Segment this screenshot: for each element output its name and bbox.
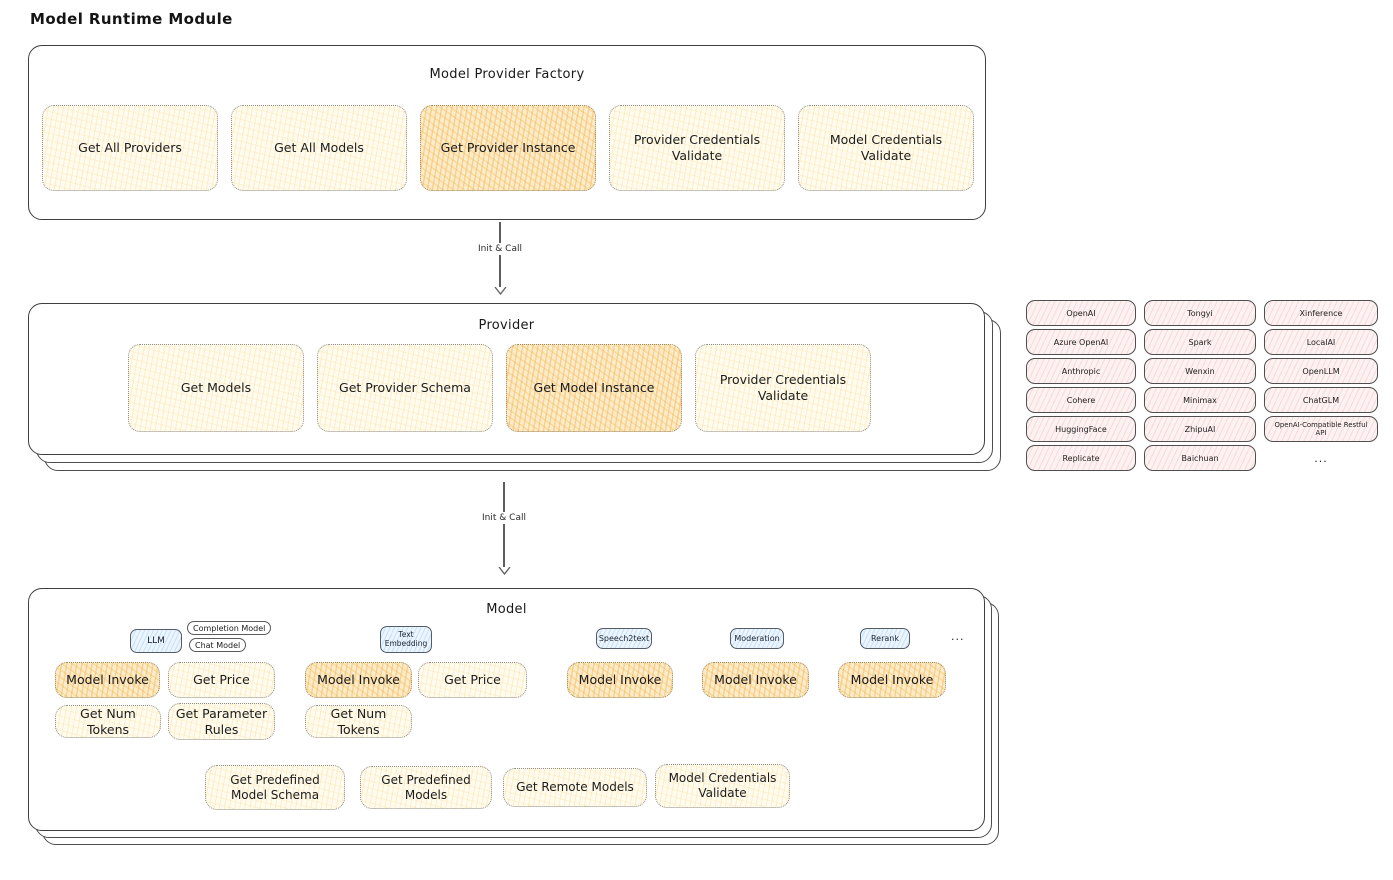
arrow-label: Init & Call <box>482 513 526 523</box>
model-op-moderation-model-invoke: Model Invoke <box>702 662 809 698</box>
arrow-line <box>499 255 501 287</box>
provider-chip-openllm: OpenLLM <box>1264 358 1378 384</box>
model-tag-speech2text: Speech2text <box>596 628 652 649</box>
arrow-provider-to-model: Init & Call <box>472 482 536 580</box>
provider-op-provider-credentials-validate: Provider Credentials Validate <box>695 344 871 432</box>
factory-op-get-provider-instance: Get Provider Instance <box>420 105 596 191</box>
model-op-model-credentials-validate: Model Credentials Validate <box>655 764 790 808</box>
arrow-line <box>503 524 505 567</box>
provider-op-get-model-instance: Get Model Instance <box>506 344 682 432</box>
factory-op-get-all-models: Get All Models <box>231 105 407 191</box>
provider-panel: Provider Get Models Get Provider Schema … <box>28 303 1001 471</box>
provider-op-get-models: Get Models <box>128 344 304 432</box>
provider-chip-wenxin: Wenxin <box>1144 358 1256 384</box>
provider-chip-replicate: Replicate <box>1026 445 1136 471</box>
arrow-head-icon <box>497 567 511 575</box>
model-op-embedding-model-invoke: Model Invoke <box>305 662 412 698</box>
model-tag-llm: LLM <box>130 629 182 653</box>
provider-chip-azure-openai: Azure OpenAI <box>1026 329 1136 355</box>
factory-op-provider-credentials-validate: Provider Credentials Validate <box>609 105 785 191</box>
model-op-get-remote-models: Get Remote Models <box>503 768 647 807</box>
model-op-embedding-get-price: Get Price <box>418 662 527 698</box>
provider-chip-chatglm: ChatGLM <box>1264 387 1378 413</box>
factory-op-get-all-providers: Get All Providers <box>42 105 218 191</box>
model-op-llm-get-parameter-rules: Get Parameter Rules <box>168 703 275 740</box>
provider-op-get-provider-schema: Get Provider Schema <box>317 344 493 432</box>
factory-panel-title: Model Provider Factory <box>429 67 585 82</box>
model-subtag-completion-model: Completion Model <box>187 621 272 635</box>
model-subtag-chat-model: Chat Model <box>189 638 247 652</box>
model-tag-rerank: Rerank <box>860 628 910 649</box>
arrow-label: Init & Call <box>478 244 522 254</box>
model-op-embedding-get-num-tokens: Get Num Tokens <box>305 705 412 738</box>
factory-op-model-credentials-validate: Model Credentials Validate <box>798 105 974 191</box>
provider-chip-openai: OpenAI <box>1026 300 1136 326</box>
provider-chip-zhipuai: ZhipuAI <box>1144 416 1256 442</box>
provider-chip-localai: LocalAI <box>1264 329 1378 355</box>
provider-list-ellipsis: ... <box>1314 451 1328 465</box>
provider-list-grid: OpenAI Tongyi Xinference Azure OpenAI Sp… <box>1026 300 1378 471</box>
arrow-line <box>503 482 505 512</box>
model-op-llm-model-invoke: Model Invoke <box>55 662 160 698</box>
model-op-get-predefined-model-schema: Get Predefined Model Schema <box>205 765 345 810</box>
model-op-speech2text-model-invoke: Model Invoke <box>567 662 673 698</box>
arrow-head-icon <box>493 287 507 295</box>
model-tag-text-embedding: Text Embedding <box>380 626 432 653</box>
provider-panel-title: Provider <box>478 318 535 333</box>
factory-panel: Model Provider Factory Get All Providers… <box>28 45 986 220</box>
provider-chip-openai-compatible-restful-api: OpenAI-Compatible Restful API <box>1264 416 1378 442</box>
provider-chip-baichuan: Baichuan <box>1144 445 1256 471</box>
provider-chip-spark: Spark <box>1144 329 1256 355</box>
arrow-factory-to-provider: Init & Call <box>468 222 532 298</box>
provider-chip-anthropic: Anthropic <box>1026 358 1136 384</box>
model-tags-ellipsis: ... <box>951 630 965 643</box>
model-panel-title: Model <box>486 602 527 617</box>
provider-chip-tongyi: Tongyi <box>1144 300 1256 326</box>
model-tag-moderation: Moderation <box>730 628 784 649</box>
model-op-llm-get-price: Get Price <box>168 662 275 698</box>
arrow-line <box>499 222 501 243</box>
provider-chip-xinference: Xinference <box>1264 300 1378 326</box>
model-op-llm-get-num-tokens: Get Num Tokens <box>55 705 161 738</box>
provider-chip-cohere: Cohere <box>1026 387 1136 413</box>
diagram-title: Model Runtime Module <box>30 10 233 28</box>
provider-chip-huggingface: HuggingFace <box>1026 416 1136 442</box>
model-panel: Model LLM Completion Model Chat Model Te… <box>28 588 999 845</box>
provider-chip-minimax: Minimax <box>1144 387 1256 413</box>
model-op-get-predefined-models: Get Predefined Models <box>360 766 492 809</box>
model-op-rerank-model-invoke: Model Invoke <box>838 662 946 698</box>
